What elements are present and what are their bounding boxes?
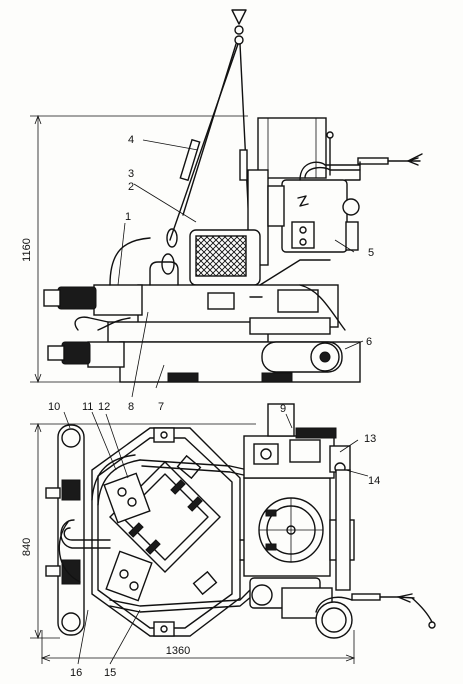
dimension-width: 1360 [40, 630, 356, 664]
lifting-ring-icon [231, 9, 247, 25]
callout-11: 11 [82, 401, 93, 413]
callouts: 4 3 2 1 5 6 8 7 9 10 11 12 13 14 16 15 [48, 134, 380, 679]
callout-13: 13 [364, 433, 376, 445]
lightning-icon [297, 195, 309, 207]
guard-mesh [189, 229, 261, 286]
callout-3: 3 [128, 168, 134, 180]
callout-12: 12 [98, 401, 110, 413]
shackle-icon [234, 25, 244, 35]
callout-16: 16 [70, 667, 82, 679]
electrical-box [267, 153, 423, 253]
clamp-frame [91, 427, 241, 637]
dimension-height-label: 1160 [21, 238, 33, 262]
hoses [58, 454, 253, 613]
callout-6: 6 [366, 336, 372, 348]
pump-unit [243, 403, 436, 639]
callout-2: 2 [128, 181, 134, 193]
roller-track [45, 424, 85, 636]
dimension-height: 1160 [21, 114, 248, 384]
leader-lines-side [117, 139, 364, 398]
wire-ends-icon [407, 153, 423, 166]
callout-5: 5 [368, 247, 374, 259]
callout-1: 1 [125, 211, 131, 223]
dimension-depth-label: 840 [21, 538, 33, 556]
lifting-slings [161, 43, 251, 275]
callout-15: 15 [104, 667, 116, 679]
callout-9: 9 [280, 403, 286, 415]
callout-14: 14 [368, 475, 380, 487]
callout-4: 4 [128, 134, 134, 146]
leader-lines-top [63, 411, 369, 665]
callout-7: 7 [158, 401, 164, 413]
dimension-width-label: 1360 [166, 645, 190, 657]
wire-end-icon [428, 621, 436, 629]
top-view: 840 1360 [21, 403, 436, 665]
dimension-depth: 840 [21, 422, 256, 640]
side-view: 1160 [21, 9, 423, 398]
callout-8: 8 [128, 401, 134, 413]
callout-10: 10 [48, 401, 60, 413]
